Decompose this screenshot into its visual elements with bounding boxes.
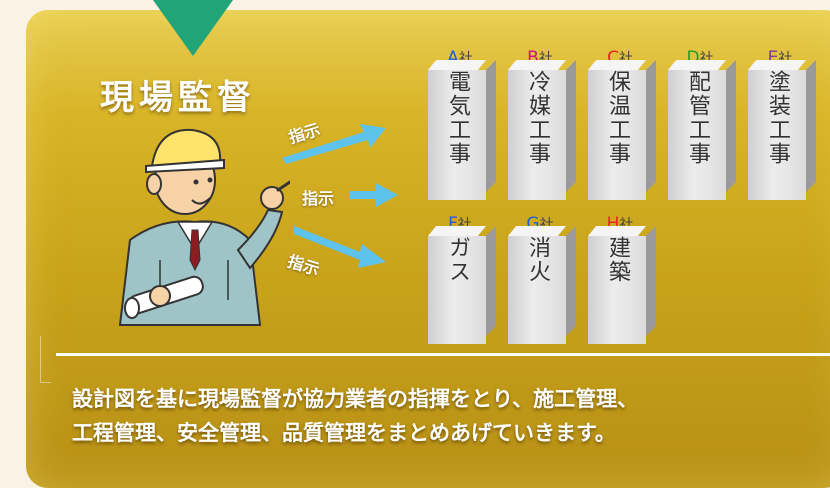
- supervisor-illustration: [118, 128, 290, 326]
- company-work: 保温工事: [605, 70, 630, 166]
- box-top: [668, 60, 726, 70]
- box-top: [508, 226, 566, 236]
- pointer-triangle: [153, 0, 233, 56]
- box-side: [646, 226, 656, 336]
- company-box: [668, 70, 726, 200]
- company-box: [588, 236, 646, 344]
- company-work: 塗装工事: [765, 70, 790, 166]
- arrow-right: [350, 183, 398, 207]
- box-side: [566, 60, 576, 192]
- box-side: [726, 60, 736, 192]
- box-top: [428, 226, 486, 236]
- divider-bracket: [40, 336, 51, 383]
- box-top: [588, 226, 646, 236]
- box-top: [588, 60, 646, 70]
- arrow-down-right: [294, 226, 386, 268]
- company-work: 配管工事: [685, 70, 710, 166]
- box-side: [646, 60, 656, 192]
- company-box: [588, 70, 646, 200]
- box-side: [806, 60, 816, 192]
- company-box: [508, 236, 566, 344]
- divider-line: [56, 353, 830, 356]
- description-line-2: 工程管理、安全管理、品質管理をまとめあげていきます。: [72, 421, 616, 445]
- company-work: ガス: [445, 236, 470, 284]
- description-line-1: 設計図を基に現場監督が協力業者の指揮をとり、施工管理、: [72, 387, 639, 411]
- box-side: [486, 60, 496, 192]
- box-side: [486, 226, 496, 336]
- company-box: [508, 70, 566, 200]
- instruction-label-2: 指示: [302, 189, 335, 208]
- company-box: [428, 236, 486, 344]
- company-box: [748, 70, 806, 200]
- description: 設計図を基に現場監督が協力業者の指揮をとり、施工管理、 工程管理、安全管理、品質…: [72, 382, 822, 450]
- box-side: [566, 226, 576, 336]
- company-work: 冷媒工事: [525, 70, 550, 166]
- box-top: [748, 60, 806, 70]
- company-work: 電気工事: [445, 70, 470, 166]
- company-work: 建築: [605, 236, 630, 284]
- company-work: 消火: [525, 236, 550, 284]
- box-top: [508, 60, 566, 70]
- arrow-up-right: [282, 124, 386, 164]
- company-box: [428, 70, 486, 200]
- box-top: [428, 60, 486, 70]
- page-title: 現場監督: [100, 78, 256, 118]
